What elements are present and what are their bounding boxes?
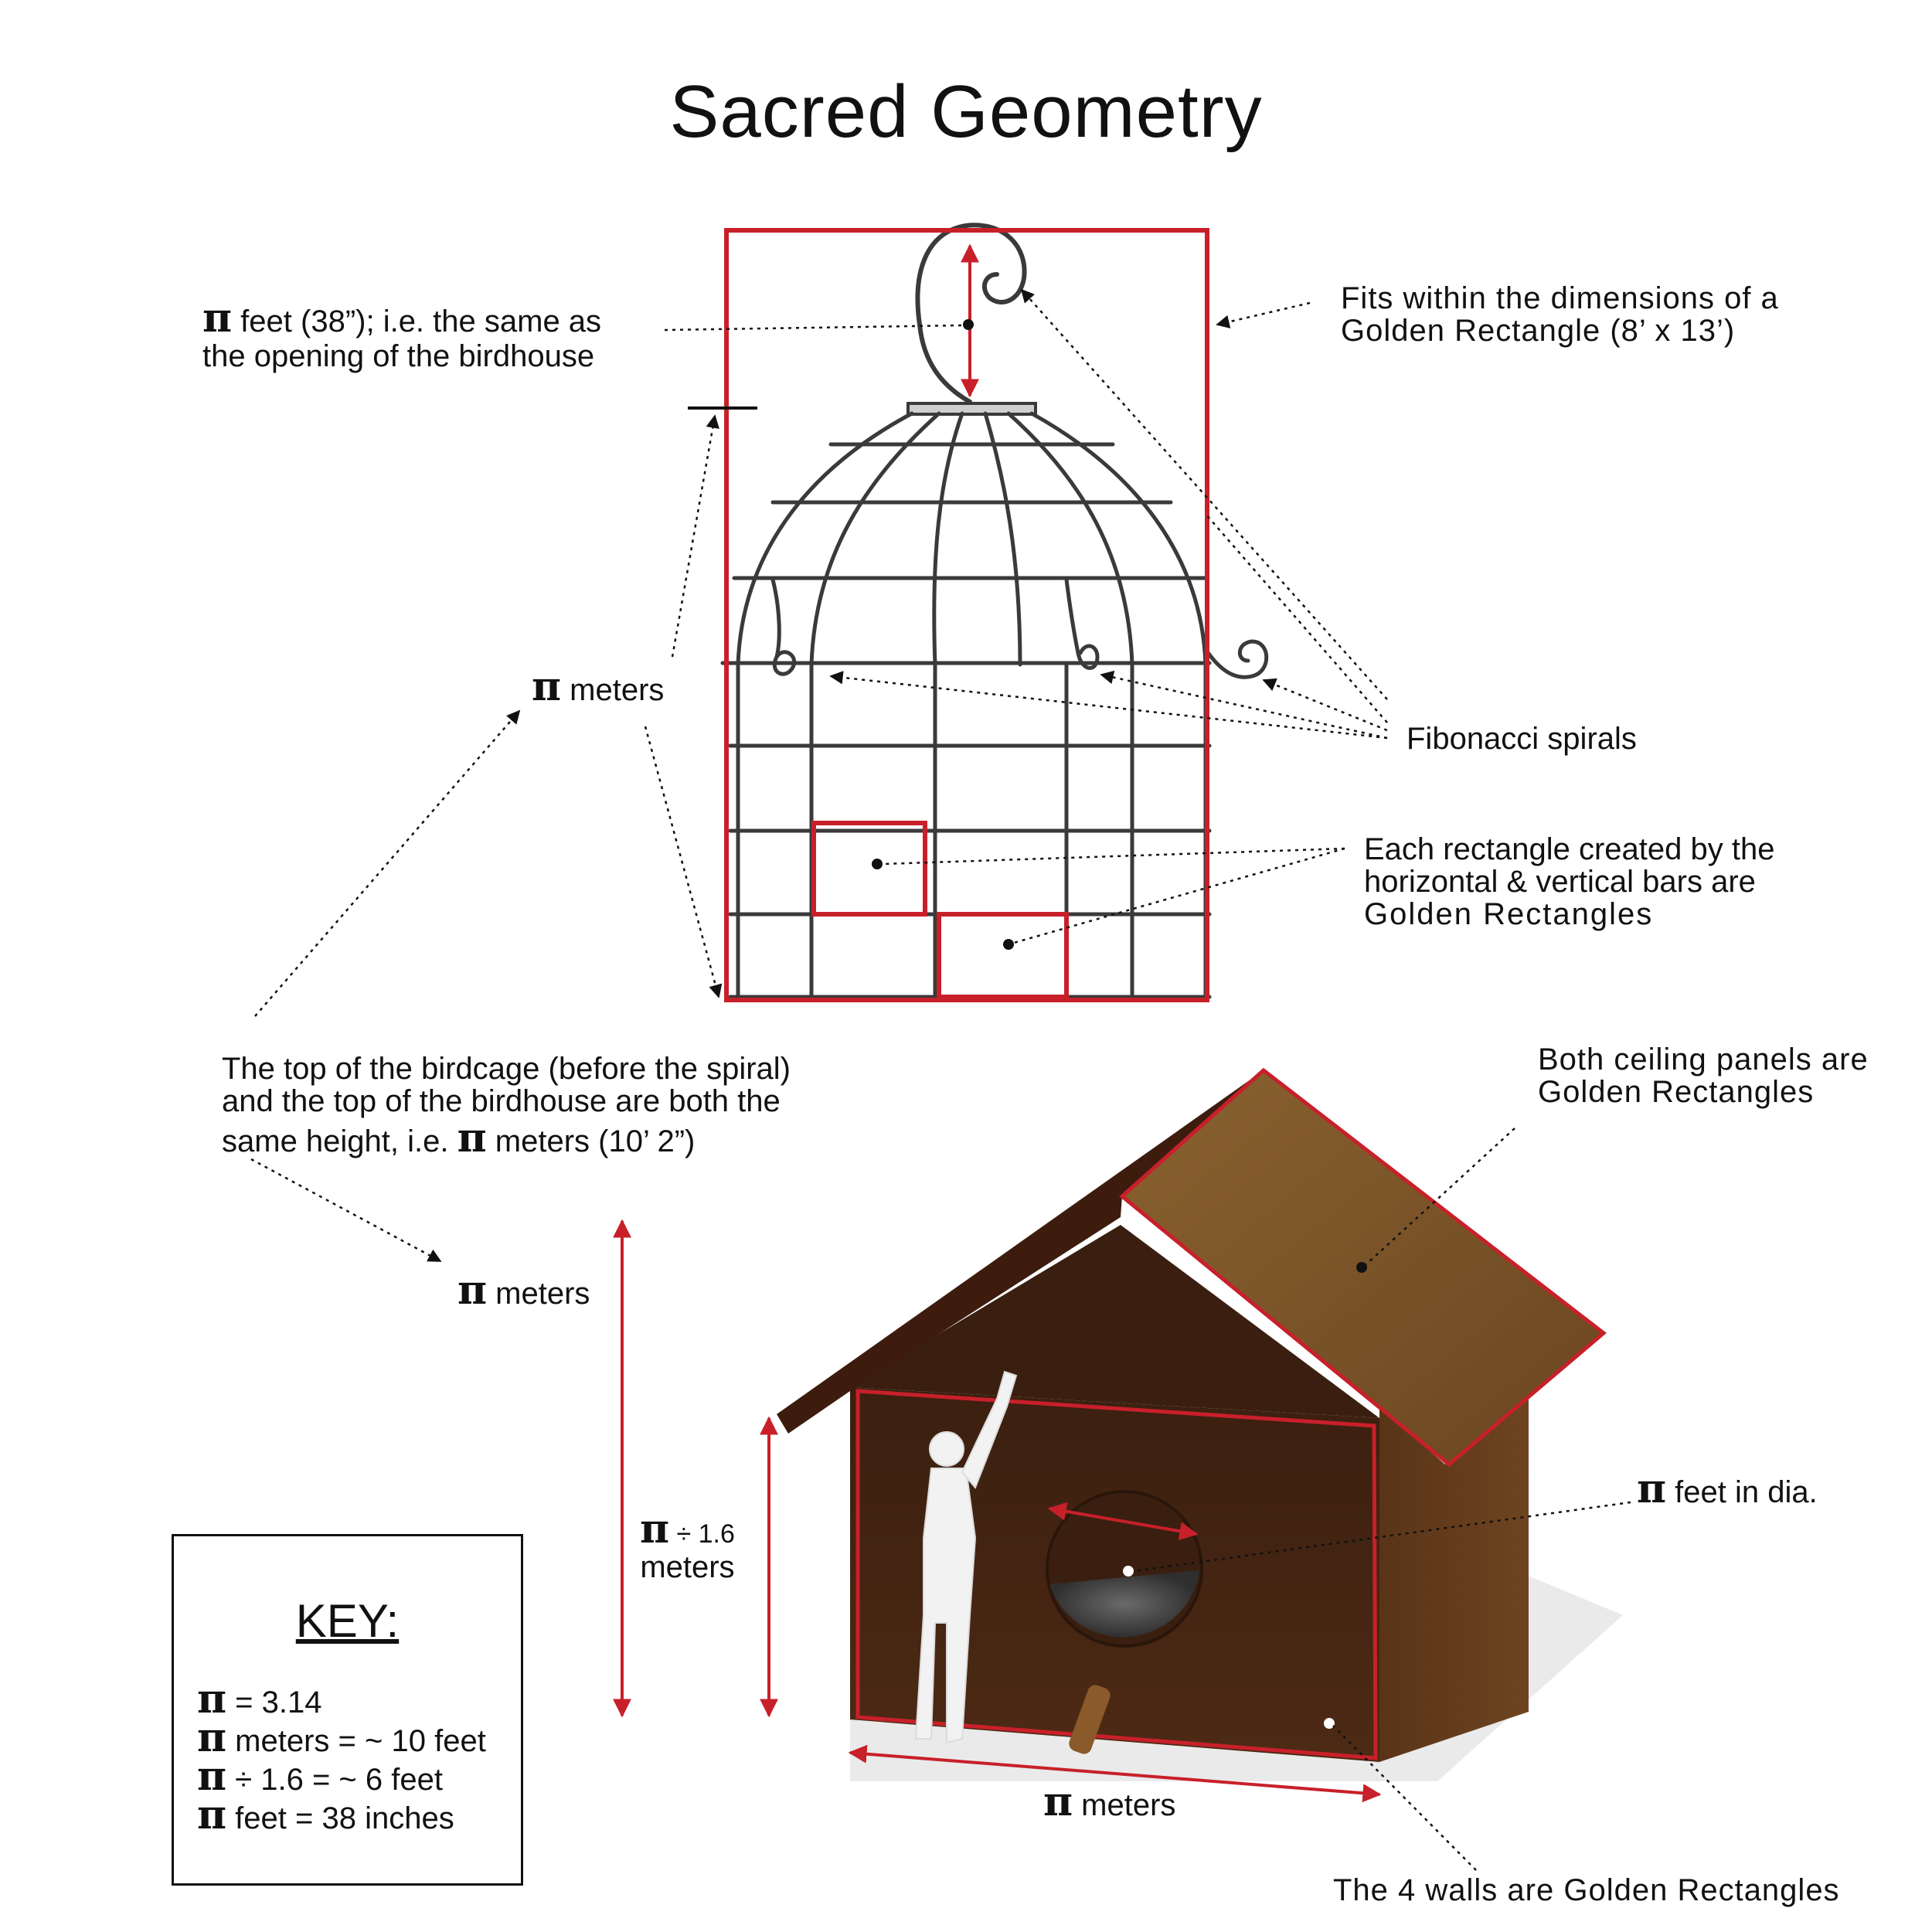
- golden-rect-line2: Golden Rectangle (8’ x 13’): [1341, 314, 1736, 348]
- hook-spiral: [915, 223, 1027, 404]
- key-item: π feet = 38 inches: [197, 1791, 454, 1838]
- key-item: π ÷ 1.6 = ~ 6 feet: [197, 1753, 443, 1800]
- left-scroll: [770, 577, 796, 676]
- wall-height-line2: meters: [640, 1549, 735, 1584]
- width-text: meters: [1073, 1788, 1176, 1822]
- house-height-text: meters: [487, 1277, 590, 1311]
- ceiling-line1: Both ceiling panels are: [1538, 1043, 1869, 1077]
- key-item-text: feet = 38 inches: [226, 1801, 454, 1835]
- bar-rects-line3: Golden Rectangles: [1364, 897, 1654, 931]
- bar-rectangle-1: [811, 821, 927, 917]
- width-arrow: [848, 1744, 1382, 1803]
- pi-symbol: π: [202, 294, 233, 342]
- golden-rect-label: Fits within the dimensions of a Golden R…: [1341, 282, 1779, 347]
- pi-symbol: π: [640, 1505, 670, 1553]
- hook-line2: the opening of the birdhouse: [202, 338, 595, 373]
- key-item: π meters = ~ 10 feet: [197, 1714, 486, 1761]
- same-height-line1: The top of the birdcage (before the spir…: [222, 1052, 791, 1086]
- hook-label: π feet (38”); i.e. the same as the openi…: [202, 297, 602, 373]
- walls-label: The 4 walls are Golden Rectangles: [1333, 1873, 1840, 1907]
- wall-height-label: π ÷ 1.6 meters: [640, 1508, 735, 1584]
- birdcage: [720, 223, 1269, 999]
- key-item-text: meters = ~ 10 feet: [226, 1724, 486, 1758]
- same-height-line3a: same height, i.e.: [222, 1124, 457, 1158]
- dome-cap: [906, 402, 1037, 416]
- page-title: Sacred Geometry: [669, 70, 1263, 153]
- same-height-line3b: meters (10’ 2”): [486, 1124, 696, 1158]
- perch: [1069, 1685, 1111, 1754]
- width-label: π meters: [1043, 1781, 1175, 1824]
- cage-height-label: π meters: [532, 663, 665, 710]
- left-roof-panel: [777, 1070, 1264, 1434]
- right-scroll: [1064, 577, 1100, 670]
- opening-label: π feet in dia.: [1637, 1468, 1818, 1511]
- same-height-label: The top of the birdcage (before the spir…: [222, 1053, 791, 1160]
- key-item-text: ÷ 1.6 = ~ 6 feet: [226, 1763, 443, 1797]
- side-wall: [1379, 1391, 1529, 1762]
- pi-symbol: π: [197, 1791, 227, 1838]
- opening-text: feet in dia.: [1666, 1475, 1818, 1509]
- pi-symbol: π: [457, 1267, 488, 1314]
- same-height-line2: and the top of the birdhouse are both th…: [222, 1084, 781, 1118]
- opening-arrow: [1047, 1502, 1199, 1541]
- outer-scroll: [1203, 639, 1269, 679]
- cage-golden-rectangle: [724, 228, 1209, 1002]
- pi-symbol: π: [197, 1714, 227, 1761]
- house-height-label: π meters: [457, 1267, 590, 1314]
- pi-symbol: π: [1637, 1465, 1667, 1512]
- pi-symbol: π: [457, 1114, 487, 1162]
- pi-symbol: π: [197, 1675, 227, 1723]
- bar-rectangle-2: [937, 912, 1069, 999]
- gable: [850, 1225, 1379, 1418]
- hook-line1: feet (38”); i.e. the same as: [232, 304, 602, 338]
- key-title: KEY:: [295, 1595, 400, 1647]
- bar-rects-label: Each rectangle created by the horizontal…: [1364, 833, 1774, 930]
- fibonacci-label: Fibonacci spirals: [1406, 722, 1637, 756]
- bar-rects-line2: horizontal & vertical bars are: [1364, 865, 1756, 899]
- person-silhouette: [914, 1370, 1018, 1744]
- bar-rects-line1: Each rectangle created by the: [1364, 832, 1775, 866]
- wall-height-line1: ÷ 1.6: [669, 1519, 735, 1549]
- pi-symbol: π: [532, 663, 562, 710]
- ceiling-line2: Golden Rectangles: [1538, 1075, 1815, 1109]
- pi-symbol: π: [197, 1753, 227, 1800]
- birdhouse: [777, 1067, 1623, 1781]
- golden-rect-line1: Fits within the dimensions of a: [1341, 281, 1779, 315]
- key-box: KEY: π = 3.14 π meters = ~ 10 feet π ÷ 1…: [172, 1534, 523, 1886]
- cage-height-text: meters: [561, 673, 665, 707]
- pi-symbol: π: [1043, 1778, 1073, 1825]
- key-item: π = 3.14: [197, 1675, 322, 1723]
- leader-lines: [250, 288, 1631, 1871]
- key-item-text: = 3.14: [226, 1685, 322, 1719]
- ceiling-label: Both ceiling panels are Golden Rectangle…: [1538, 1043, 1869, 1108]
